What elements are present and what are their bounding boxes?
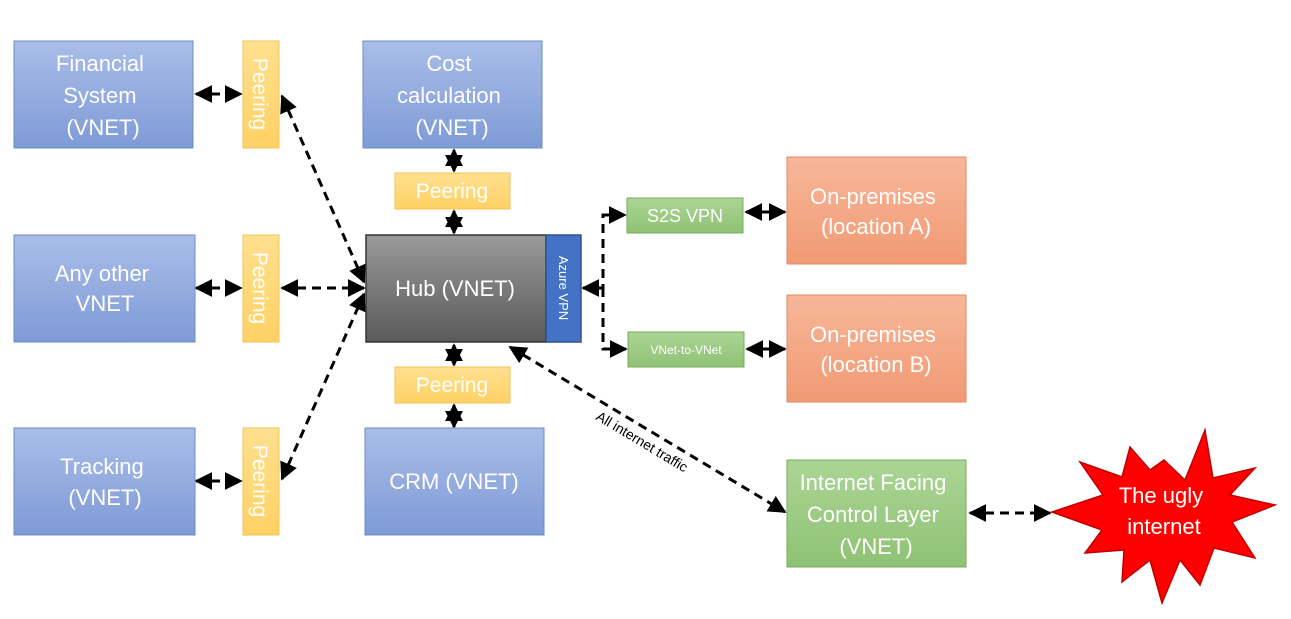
svg-text:On-premises (location B): On-premises (location B) bbox=[810, 322, 942, 377]
tracking-line-2: (VNET) bbox=[68, 485, 141, 510]
node-ugly-internet: The ugly internet bbox=[1049, 427, 1278, 606]
onprem-b-line-1: On-premises bbox=[810, 322, 936, 347]
starburst-shape bbox=[1049, 427, 1278, 606]
edge-peering-tracking-hub bbox=[280, 292, 366, 481]
connectors bbox=[194, 85, 1052, 522]
node-azure-vpn: Azure VPN bbox=[545, 234, 582, 343]
svg-text:CRM (VNET): CRM (VNET) bbox=[389, 469, 519, 494]
svg-text:The ugly internet: The ugly internet bbox=[1119, 483, 1210, 539]
node-s2s: S2S VPN bbox=[626, 197, 744, 234]
s2s-label: S2S VPN bbox=[647, 206, 723, 226]
node-tracking: Tracking (VNET) bbox=[13, 427, 196, 536]
cost-line-2: calculation bbox=[397, 83, 501, 108]
node-anyother: Any other VNET bbox=[13, 234, 196, 343]
node-cost: Cost calculation (VNET) bbox=[362, 40, 543, 149]
svg-text:On-premises (location A): On-premises (location A) bbox=[810, 184, 942, 239]
internet-layer-line-2: Control Layer bbox=[807, 502, 939, 527]
onprem-a-line-2: (location A) bbox=[821, 214, 931, 239]
azure-vpn-label: Azure VPN bbox=[556, 256, 571, 320]
edge-hub-internet-layer bbox=[508, 345, 787, 514]
peering-top-label: Peering bbox=[416, 180, 488, 203]
peering-bottom-label: Peering bbox=[416, 374, 488, 397]
svg-text:Tracking (VNET): Tracking (VNET) bbox=[60, 454, 150, 510]
financial-line-1: Financial bbox=[56, 51, 144, 76]
node-vnet2vnet: VNet-to-VNet bbox=[627, 331, 745, 368]
edge-azurevpn-s2s bbox=[581, 206, 627, 297]
internet-layer-line-3: (VNET) bbox=[839, 534, 912, 559]
peering-tracking-label: Peering bbox=[248, 445, 271, 517]
peering-bottom: Peering bbox=[394, 366, 511, 404]
ugly-internet-line-2: internet bbox=[1127, 514, 1200, 539]
onprem-a-line-1: On-premises bbox=[810, 184, 936, 209]
internet-layer-line-1: Internet Facing bbox=[800, 470, 947, 495]
peering-top: Peering bbox=[394, 172, 511, 210]
node-hub: Hub (VNET) bbox=[365, 234, 547, 343]
svg-text:Financial System (: Financial System (VNET) bbox=[56, 51, 150, 140]
ugly-internet-line-1: The ugly bbox=[1119, 483, 1203, 508]
node-internet-layer: Internet Facing Control Layer (VNET) bbox=[786, 459, 967, 568]
vnet2vnet-label: VNet-to-VNet bbox=[650, 343, 722, 357]
svg-text:Cost calculation (: Cost calculation (VNET) bbox=[397, 51, 507, 140]
peering-anyother-label: Peering bbox=[248, 252, 271, 324]
crm-line-1: CRM (VNET) bbox=[389, 469, 519, 494]
node-onprem-b: On-premises (location B) bbox=[786, 294, 967, 403]
peering-financial-label: Peering bbox=[248, 58, 271, 130]
cost-line-3: (VNET) bbox=[415, 115, 488, 140]
edge-peering-financial-hub bbox=[280, 94, 366, 284]
peering-financial: Peering bbox=[242, 40, 280, 149]
financial-line-2: System bbox=[63, 83, 136, 108]
peering-anyother: Peering bbox=[242, 234, 280, 343]
tracking-line-1: Tracking bbox=[60, 454, 144, 479]
peering-tracking: Peering bbox=[242, 427, 280, 536]
svg-text:Any other VNET: Any other VNET bbox=[55, 261, 155, 316]
svg-text:Internet Facing Control: Internet Facing Control Layer (VNET) bbox=[800, 470, 953, 559]
node-onprem-a: On-premises (location A) bbox=[786, 156, 967, 265]
onprem-b-line-2: (location B) bbox=[820, 352, 931, 377]
label-all-internet-traffic: All internet traffic bbox=[593, 408, 690, 475]
anyother-line-1: Any other bbox=[55, 261, 149, 286]
node-crm: CRM (VNET) bbox=[364, 427, 545, 536]
hub-label: Hub (VNET) bbox=[395, 276, 515, 301]
node-financial: Financial System (VNET) bbox=[13, 40, 194, 149]
anyother-line-2: VNET bbox=[76, 291, 135, 316]
financial-line-3: (VNET) bbox=[66, 115, 139, 140]
edge-azurevpn-vnet2vnet bbox=[601, 288, 628, 358]
cost-line-1: Cost bbox=[426, 51, 471, 76]
